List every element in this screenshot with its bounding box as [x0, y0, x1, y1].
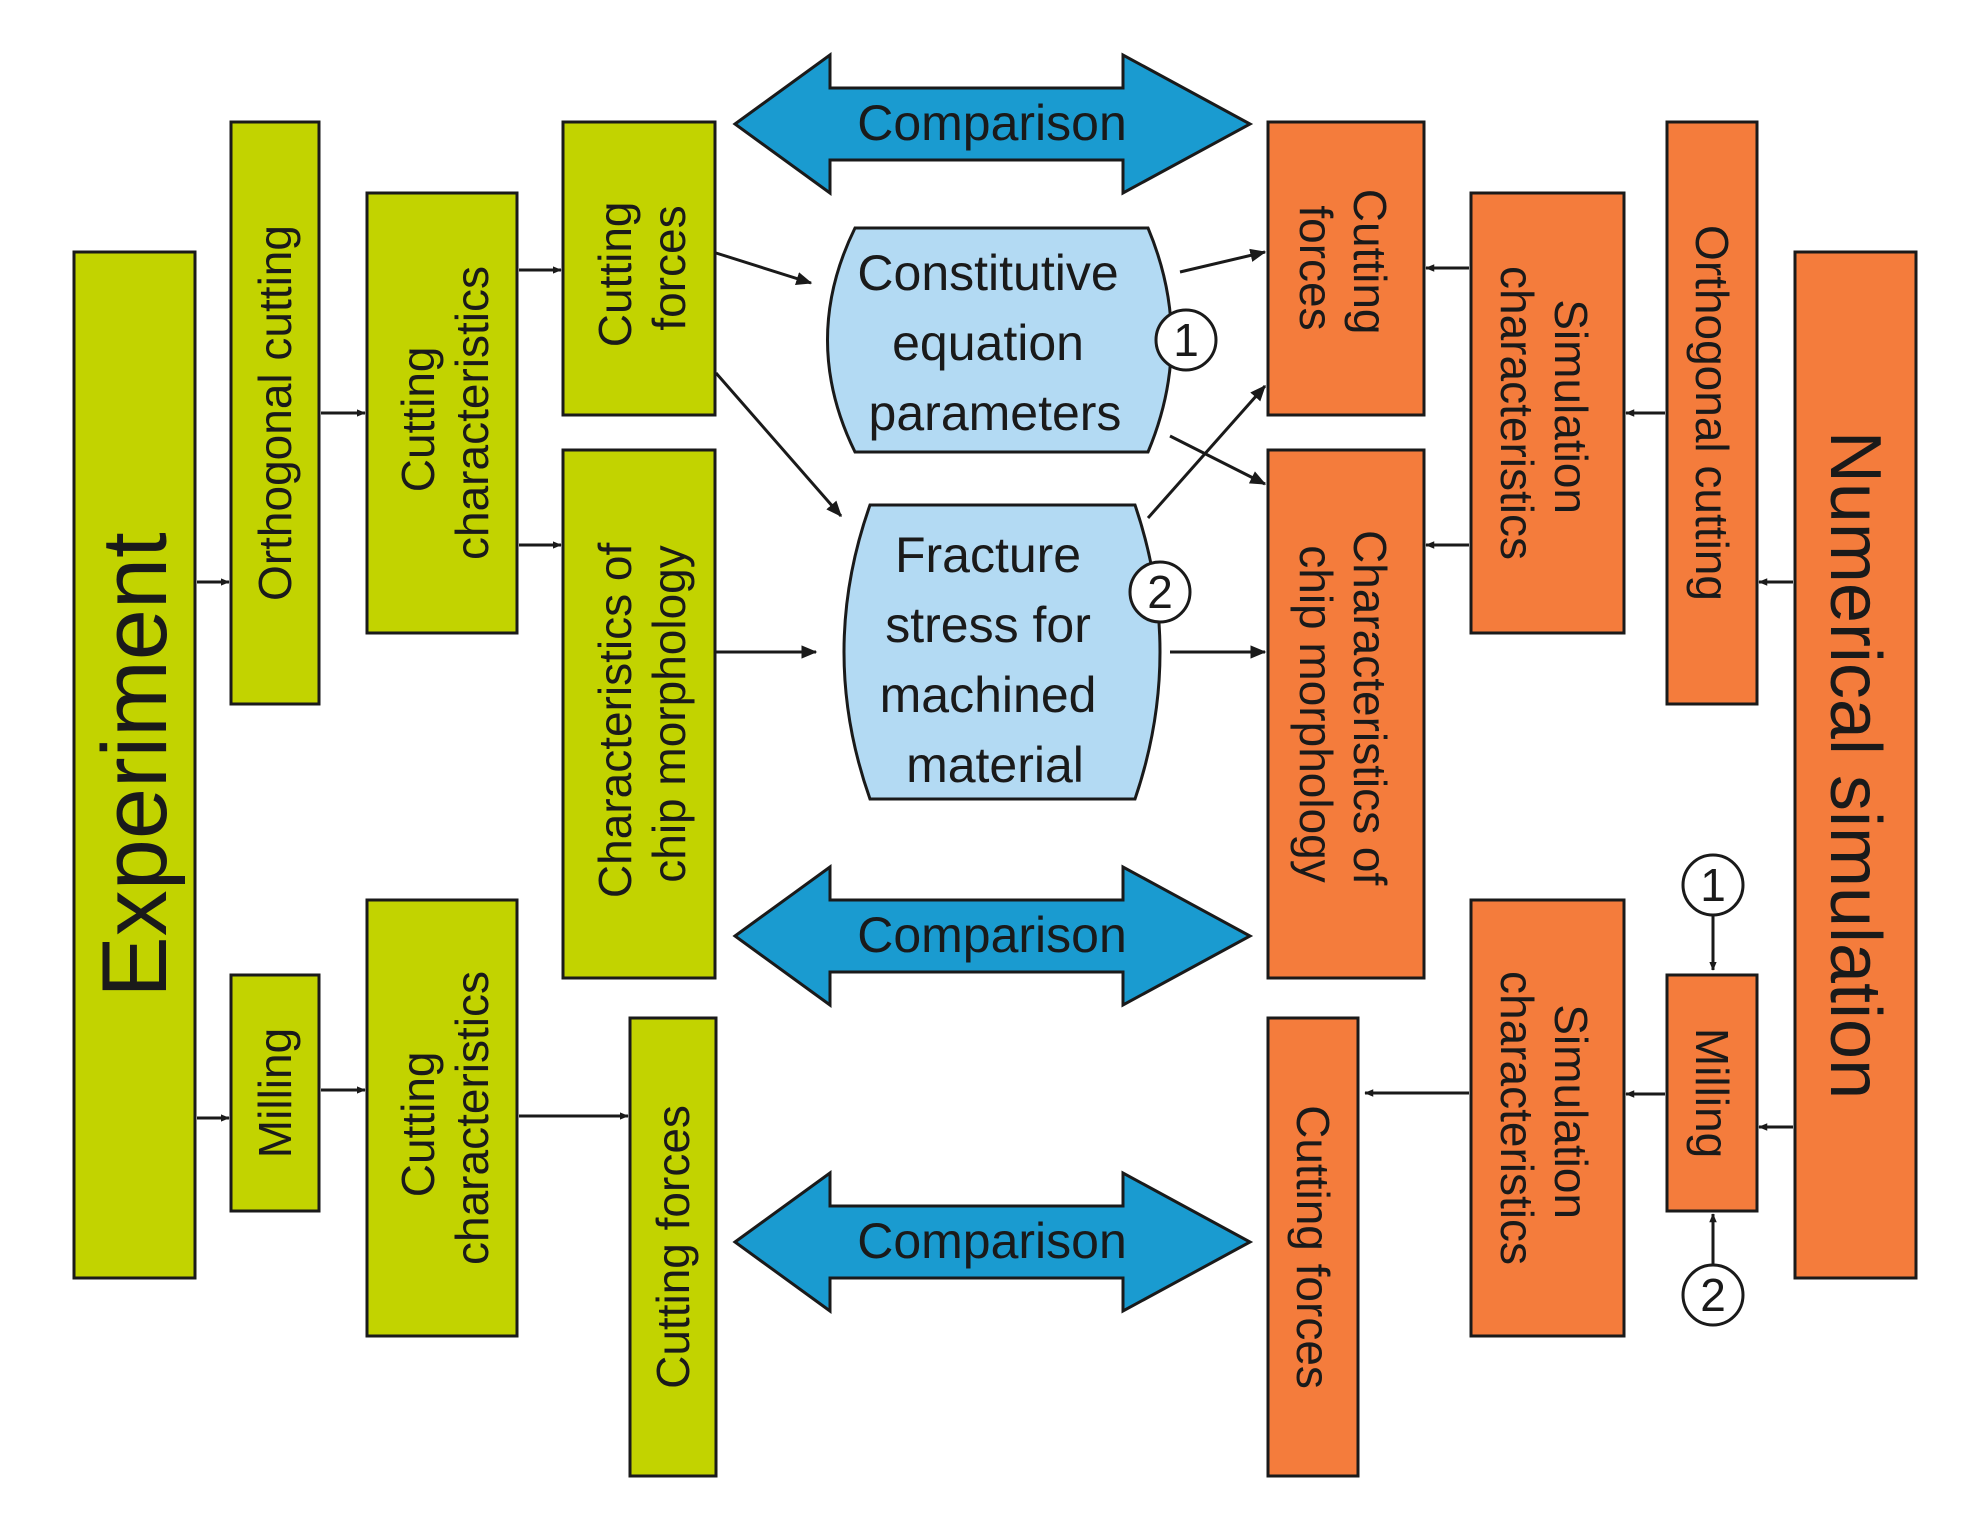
sim-chip-morphology-box: Characteristics of chip morphology: [1266, 448, 1426, 980]
numerical-simulation-box: Numerical simulation: [1793, 250, 1918, 1280]
connectors: [197, 248, 1793, 1264]
sim-orthogonal-cutting-box: Orthogonal cutting: [1665, 120, 1759, 706]
arrow-constitutive-simchip: [1169, 434, 1267, 486]
marker-2-icon: [1128, 560, 1192, 624]
sim-chip-morphology-label: Characteristics of chip morphology: [1290, 530, 1396, 898]
input-2-icon: [1681, 1263, 1745, 1327]
exp-cutting-forces-bottom-label: Cutting forces: [647, 1105, 699, 1389]
arrow-constitutive-simforces: [1179, 248, 1267, 274]
comparison-arrow-top: Comparison: [732, 52, 1254, 196]
experiment-title: Experiment: [84, 532, 186, 997]
experiment-branch: Experiment Orthogonal cutting Cutting ch…: [72, 120, 718, 1478]
comparison-arrow-middle: Comparison: [732, 864, 1254, 1008]
milling-inputs: 1 2: [1681, 853, 1745, 1327]
arrow-fracture-simforces: [1146, 385, 1267, 519]
simulation-branch: Numerical simulation Orthogonal cutting …: [1266, 120, 1918, 1478]
sim-milling-label: Milling: [1686, 1028, 1738, 1158]
sim-cutting-forces-top-box: Cutting forces: [1266, 120, 1426, 417]
experiment-box: Experiment: [72, 250, 197, 1280]
arrow-forces-fracture: [714, 372, 843, 518]
sim-cutting-forces-top-label: Cutting forces: [1290, 189, 1396, 348]
exp-cutting-forces-top-box: Cutting forces: [561, 120, 717, 417]
sim-cutting-forces-bottom-label: Cutting forces: [1287, 1105, 1339, 1389]
constitutive-parameters-node: Constitutive equation parameters 1: [826, 226, 1218, 454]
sim-characteristics-top-label: Simulation characteristics: [1491, 266, 1597, 560]
exp-orthogonal-cutting-box: Orthogonal cutting: [229, 120, 321, 706]
input-1-icon: [1681, 853, 1745, 917]
exp-milling-box: Milling: [229, 973, 321, 1213]
exp-orthogonal-cutting-label: Orthogonal cutting: [249, 225, 301, 601]
center-nodes: Constitutive equation parameters 1 Fract…: [826, 226, 1218, 801]
comparison-label-middle: Comparison: [857, 907, 1127, 963]
sim-characteristics-bottom-box: Simulation characteristics: [1469, 898, 1626, 1338]
sim-milling-box: Milling: [1665, 973, 1759, 1213]
marker-1-label: 1: [1173, 314, 1199, 366]
exp-cutting-forces-top-label: Cutting forces: [589, 189, 695, 348]
exp-cutting-characteristics-bottom-box: Cutting characteristics: [365, 898, 519, 1338]
exp-milling-label: Milling: [249, 1028, 301, 1158]
exp-cutting-characteristics-bottom-label: Cutting characteristics: [392, 971, 498, 1265]
comparison-arrow-bottom: Comparison: [732, 1170, 1254, 1314]
exp-cutting-characteristics-top-label: Cutting characteristics: [392, 266, 498, 560]
numerical-simulation-title: Numerical simulation: [1815, 431, 1895, 1099]
fracture-stress-node: Fracture stress for machined material 2: [842, 503, 1192, 801]
sim-orthogonal-cutting-label: Orthogonal cutting: [1686, 225, 1738, 601]
exp-chip-morphology-box: Characteristics of chip morphology: [561, 448, 717, 980]
exp-cutting-forces-bottom-box: Cutting forces: [628, 1016, 718, 1478]
input-1-label: 1: [1700, 859, 1726, 911]
exp-cutting-characteristics-top-box: Cutting characteristics: [365, 191, 519, 635]
sim-cutting-forces-bottom-box: Cutting forces: [1266, 1016, 1360, 1478]
sim-characteristics-top-box: Simulation characteristics: [1469, 191, 1626, 635]
exp-chip-morphology-label: Characteristics of chip morphology: [589, 530, 695, 898]
comparison-arrows: Comparison Comparison Comparison: [732, 52, 1254, 1314]
comparison-label-top: Comparison: [857, 95, 1127, 151]
marker-1-icon: [1154, 308, 1218, 372]
constitutive-parameters-label: Constitutive equation parameters: [857, 245, 1132, 441]
comparison-label-bottom: Comparison: [857, 1213, 1127, 1269]
marker-2-label: 2: [1147, 566, 1173, 618]
input-2-label: 2: [1700, 1269, 1726, 1321]
fracture-stress-label: Fracture stress for machined material: [880, 527, 1111, 793]
sim-characteristics-bottom-label: Simulation characteristics: [1491, 971, 1597, 1265]
arrow-forces-constitutive: [715, 251, 813, 285]
